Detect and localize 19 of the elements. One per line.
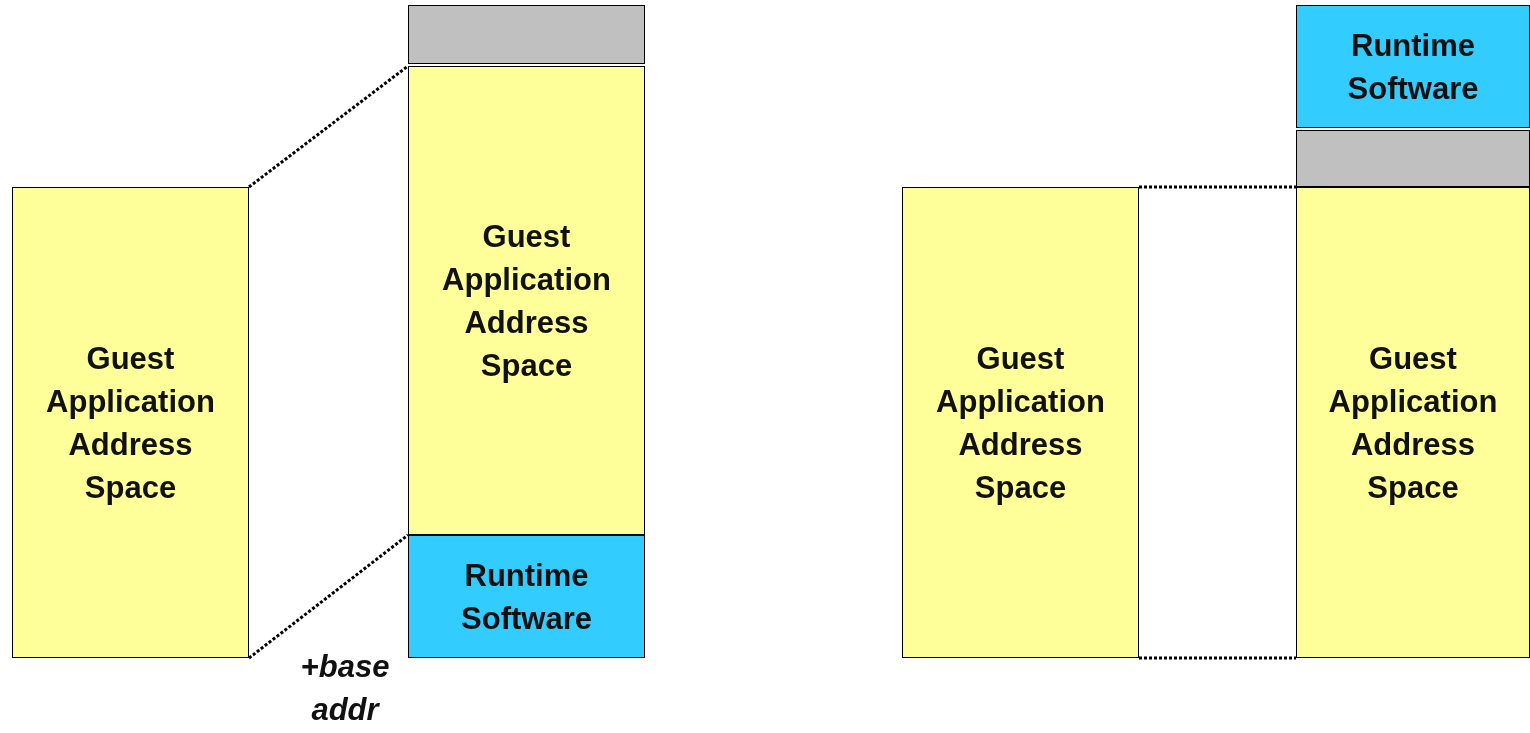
- address-space-block: [902, 187, 1139, 658]
- dashed-line: [1139, 656, 1296, 660]
- address-space-block: [408, 66, 645, 535]
- memory-block: [408, 5, 645, 64]
- block-label: Runtime Software: [1346, 26, 1480, 108]
- dashed-line: [248, 533, 409, 660]
- address-space-block: [1296, 187, 1530, 658]
- block-label: Guest Application Address Space: [1327, 339, 1499, 507]
- block-label: Runtime Software: [460, 556, 593, 638]
- block-label: Guest Application Address Space: [441, 217, 612, 385]
- runtime-block: [408, 535, 645, 658]
- offset-label: +base addr: [299, 648, 391, 729]
- dashed-line: [1139, 185, 1296, 189]
- address-space-block: [12, 187, 249, 658]
- block-label: Guest Application Address Space: [935, 339, 1106, 507]
- block-label: Guest Application Address Space: [45, 339, 216, 507]
- memory-block: [1296, 130, 1530, 187]
- dashed-line: [248, 64, 409, 189]
- runtime-block: [1296, 5, 1530, 128]
